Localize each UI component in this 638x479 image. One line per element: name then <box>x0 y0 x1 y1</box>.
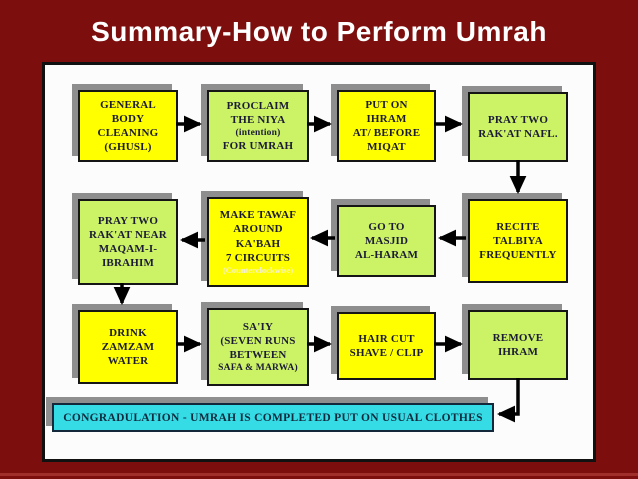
step-text-line: MAKE TAWAF <box>219 209 297 222</box>
step-text-line: RECITE <box>496 220 540 233</box>
step-text-line: MIQAT <box>367 141 406 154</box>
step-text-line: SA'IY <box>242 320 274 333</box>
flow-step-niya: PROCLAIM THE NIYA (intention) FOR UMRAH <box>207 90 309 162</box>
step-text-line: RAK'AT NAFL. <box>478 128 558 140</box>
step-text-line: ZAMZAM <box>101 340 155 353</box>
step-text-line: AROUND <box>233 223 283 236</box>
step-text-line: DRINK <box>109 326 147 339</box>
page-title: Summary-How to Perform Umrah <box>91 16 547 47</box>
step-text-line: KA'BAH <box>235 237 281 250</box>
step-text-line: BODY <box>111 112 145 125</box>
step-text-line: BETWEEN <box>229 348 287 361</box>
flow-step-remove-ihram: REMOVE IHRAM <box>468 310 568 380</box>
flow-step-talbiya: RECITE TALBIYA FREQUENTLY <box>468 199 568 283</box>
step-text-line: FREQUENTLY <box>479 249 557 262</box>
step-text-line: (Counterclockwise) <box>222 264 294 275</box>
completion-banner: CONGRADULATION - UMRAH IS COMPLETED PUT … <box>52 403 494 432</box>
step-text-line: MASJID <box>364 234 409 247</box>
bottom-edge-highlight <box>0 473 638 476</box>
step-text-line: 7 CIRCUITS <box>225 251 291 264</box>
step-text-line: REMOVE <box>492 331 544 344</box>
banner-text: CONGRADULATION - UMRAH IS COMPLETED PUT … <box>63 411 483 424</box>
step-text-line: SHAVE / CLIP <box>349 347 424 359</box>
step-text-line: WATER <box>107 355 149 368</box>
flow-step-nafl: PRAY TWO RAK'AT NAFL. <box>468 92 568 162</box>
step-text-line: PUT ON <box>365 98 408 111</box>
step-text-line: GO TO <box>368 220 405 233</box>
flow-step-saiy: SA'IY (SEVEN RUNS BETWEEN SAFA & MARWA) <box>207 308 309 386</box>
step-text-line: PRAY TWO <box>487 113 549 126</box>
step-text-line: AT/ BEFORE <box>352 127 421 139</box>
step-text-line: IHRAM <box>497 346 539 358</box>
step-text-line: RAK'AT NEAR <box>89 228 167 241</box>
step-text-line: GENERAL <box>100 98 156 111</box>
step-text-line: (SEVEN RUNS <box>220 334 296 347</box>
flow-step-masjid: GO TO MASJID AL-HARAM <box>337 205 436 277</box>
step-text-line: SAFA & MARWA) <box>218 363 298 374</box>
step-text-line: IHRAM <box>366 112 407 125</box>
step-text-line: CLEANING <box>97 127 159 139</box>
flow-step-haircut: HAIR CUT SHAVE / CLIP <box>337 312 436 380</box>
step-text-line: TALBIYA <box>493 234 543 247</box>
step-text-line: THE NIYA <box>230 113 286 126</box>
step-text-line: (intention) <box>235 127 281 138</box>
step-text-line: MAQAM-I- <box>98 243 158 255</box>
step-text-line: (GHUSL) <box>104 141 152 154</box>
step-text-line: AL-HARAM <box>354 249 419 262</box>
step-text-line: IBRAHIM <box>101 257 155 270</box>
step-text-line: FOR UMRAH <box>222 140 294 153</box>
step-text-line: PRAY TWO <box>97 214 159 227</box>
step-text-line: PROCLAIM <box>226 99 290 112</box>
flow-step-tawaf: MAKE TAWAF AROUND KA'BAH 7 CIRCUITS (Cou… <box>207 197 309 287</box>
flow-step-zamzam: DRINK ZAMZAM WATER <box>78 310 178 384</box>
flow-step-ghusl: GENERAL BODY CLEANING (GHUSL) <box>78 90 178 162</box>
flow-step-maqam: PRAY TWO RAK'AT NEAR MAQAM-I- IBRAHIM <box>78 199 178 285</box>
flow-step-ihram: PUT ON IHRAM AT/ BEFORE MIQAT <box>337 90 436 162</box>
step-text-line: HAIR CUT <box>358 332 415 345</box>
